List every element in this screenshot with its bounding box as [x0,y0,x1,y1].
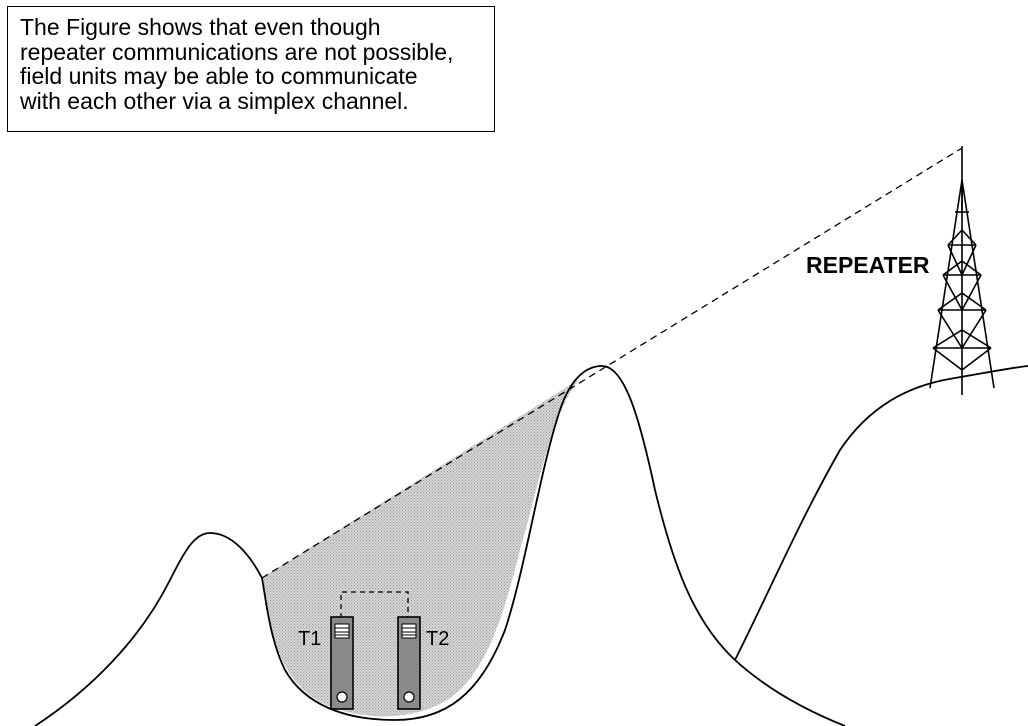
t2-label: T2 [426,628,449,650]
handheld-radio-icon [330,616,354,710]
terrain-right-hill [734,365,1028,661]
line-of-sight-dashed [261,147,963,579]
handheld-radio-icon [397,616,421,710]
t1-label: T1 [298,628,321,650]
caption-box: The Figure shows that even though repeat… [7,6,495,132]
caption-line: repeater communications are not possible… [20,38,454,65]
simplex-link-dashed [340,591,409,618]
terrain-left-and-middle-hills [34,365,846,726]
repeater-tower-icon [929,146,995,395]
repeater-label: REPEATER [806,252,930,278]
caption-line: The Figure shows that even though [20,14,381,40]
caption-line: with each other via a simplex channel. [20,87,409,114]
caption-line: field units may be able to communicate [20,63,418,89]
